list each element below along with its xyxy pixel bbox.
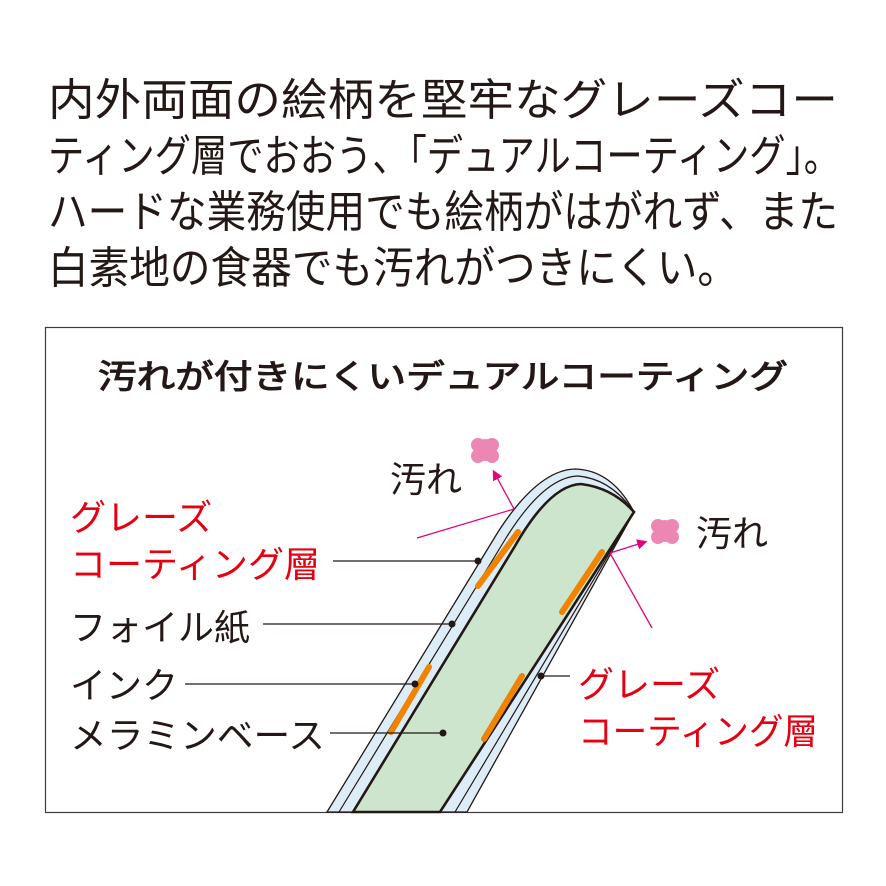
stain-label-right: 汚れ [696,514,768,555]
leader-dots [411,557,545,737]
foil-label: フォイル紙 [70,608,250,649]
diagram-title: 汚れが付きにくいデュアルコーティング [98,357,788,396]
intro-line-1: 内外両面の絵柄を堅牢なグレーズコー [48,75,838,126]
glaze-label-right-1: グレーズ [578,665,720,706]
ink-label: インク [70,666,178,707]
ink-layer [388,529,605,742]
glaze-label-left-2: コーティング層 [70,545,320,586]
leader-lines [185,560,570,734]
melamine-label: メラミンベース [70,716,325,757]
intro-line-4: 白素地の食器でも汚れがつきにくい。 [48,243,738,294]
repel-arrows [416,469,653,629]
glaze-label-right-2: コーティング層 [578,712,818,753]
stain-label-left: 汚れ [390,460,462,501]
stain-right-icon [651,519,679,544]
glaze-label-left-1: グレーズ [70,498,212,539]
intro-line-2: ティング層でおおう、「デュアルコーティング」。 [48,131,840,182]
intro-line-3: ハードな業務使用でも絵柄がはがれず、また [48,187,838,238]
stain-left-icon [471,438,499,463]
cross-section-illustration [325,468,636,814]
